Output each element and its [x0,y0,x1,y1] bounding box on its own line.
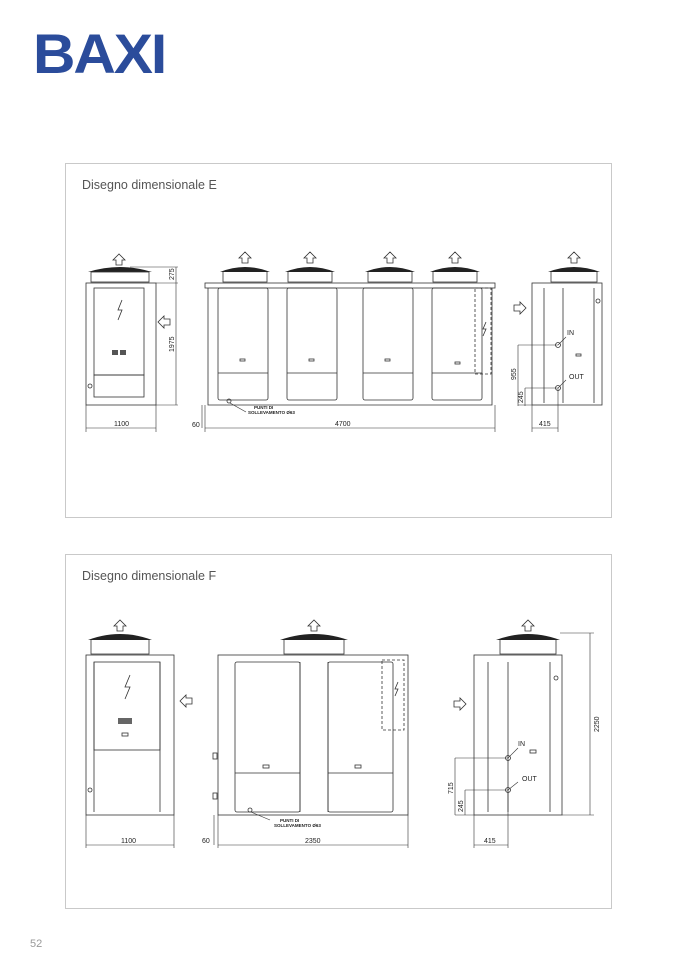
svg-text:IN: IN [518,741,525,748]
svg-text:SOLLEVAMENTO Ø63: SOLLEVAMENTO Ø63 [274,823,321,828]
drawing-e-front-view: 1100 275 1975 [85,253,178,432]
svg-text:415: 415 [484,838,496,845]
svg-text:4700: 4700 [335,421,351,428]
airflow-in-arrow-icon [513,301,527,315]
svg-text:IN: IN [567,330,574,337]
svg-text:PUNTI DI: PUNTI DI [254,405,273,410]
page-number: 52 [30,938,43,950]
drawing-e-panel: Disegno dimensionale E [65,163,612,518]
svg-text:715: 715 [448,782,455,794]
svg-text:245: 245 [458,800,465,812]
svg-text:415: 415 [539,421,551,428]
svg-text:1100: 1100 [121,838,136,845]
drawing-f-panel: Disegno dimensionale F [65,554,612,909]
svg-text:OUT: OUT [569,374,585,381]
svg-text:SOLLEVAMENTO Ø63: SOLLEVAMENTO Ø63 [248,410,295,415]
airflow-in-arrow-icon [157,315,171,329]
drawing-f-side-view: PUNTI DI SOLLEVAMENTO Ø63 60 2350 [202,619,409,848]
drawing-f-rear-view: IN OUT 715 245 415 2250 [448,619,601,848]
drawing-e-side-view: PUNTI DI SOLLEVAMENTO Ø63 60 4700 [192,251,496,432]
baxi-logo: BAXI [33,22,167,85]
svg-text:PUNTI DI: PUNTI DI [280,818,299,823]
dim-fan-height: 275 [169,268,176,280]
svg-text:2250: 2250 [594,716,601,732]
drawing-f-title: Disegno dimensionale F [82,569,217,583]
drawing-e-rear-view: IN OUT 955 245 415 [511,251,603,432]
drawing-f-front-view: 1100 [85,619,193,848]
electric-hazard-icon [117,299,123,321]
svg-text:245: 245 [518,391,525,403]
svg-text:60: 60 [192,422,200,429]
dim-height: 1975 [169,336,176,352]
svg-text:955: 955 [511,368,518,380]
svg-text:60: 60 [202,838,210,845]
dim-width: 1100 [114,421,129,428]
drawing-e-title: Disegno dimensionale E [82,178,217,192]
svg-text:2350: 2350 [305,838,321,845]
airflow-up-arrow-icon [112,253,126,266]
fan-icon [88,267,152,272]
svg-text:OUT: OUT [522,776,538,783]
